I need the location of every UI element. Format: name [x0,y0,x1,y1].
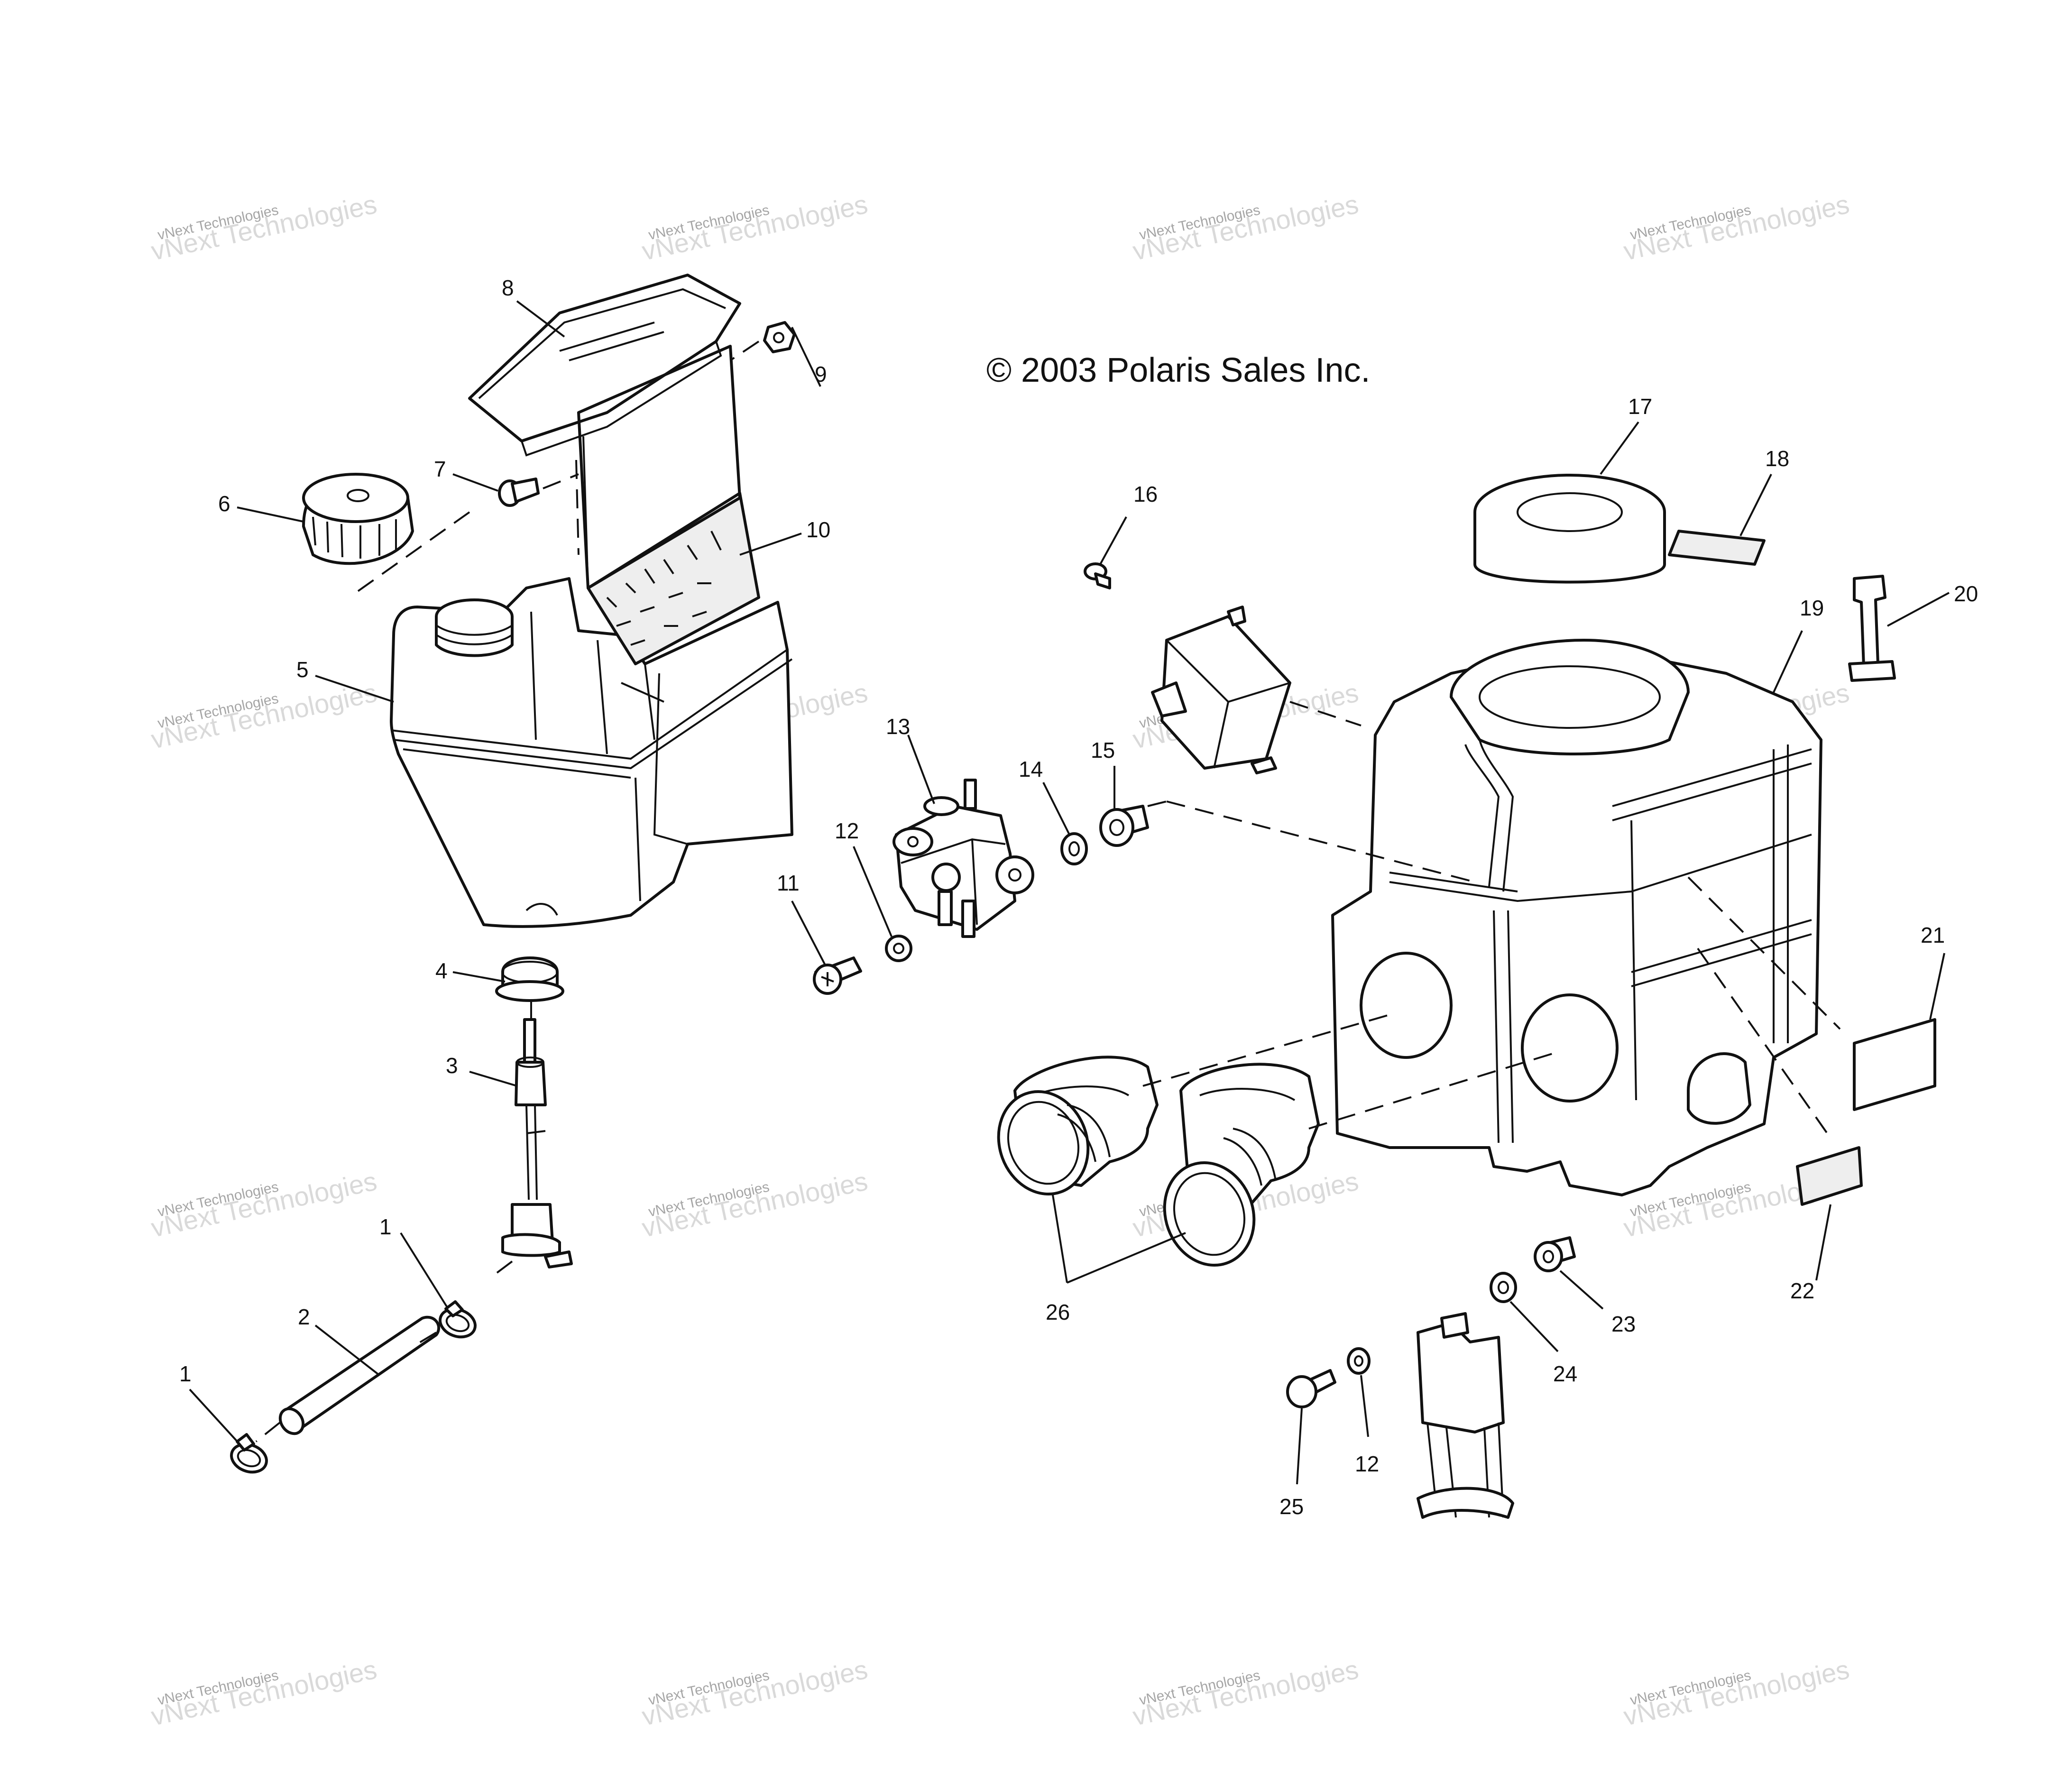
callout-22: 22 [1790,1278,1814,1303]
control-module [1151,606,1291,774]
callout-16: 16 [1133,482,1158,506]
part-24-washer [1490,1272,1517,1303]
callout-1-upper: 1 [379,1214,392,1239]
mount-bracket [1417,1312,1514,1519]
callout-2: 2 [298,1305,310,1329]
callout-6: 6 [218,491,230,516]
callout-20: 20 [1954,581,1978,606]
callout-25: 25 [1279,1494,1304,1519]
part-5-oil-tank [390,345,793,928]
part-6-filler-cap [302,473,414,565]
callout-10: 10 [806,517,830,542]
watermark-r1c4: vNext Technologies vNext Technologies [1621,189,1852,266]
part-17-foam-ring [1473,474,1666,584]
part-23-bushing [1534,1236,1576,1272]
callout-labels: 8 9 7 6 10 5 4 3 1 2 1 13 12 11 14 15 16… [179,276,1978,1519]
part-25-bolt [1286,1369,1336,1408]
callout-12-right: 12 [1355,1452,1379,1476]
callout-8: 8 [502,276,514,300]
part-12-washer [1347,1347,1371,1375]
part-1-clamp-lower [230,1433,268,1474]
callout-7: 7 [434,457,446,481]
part-9-nut [763,321,796,353]
part-19-airbox [1331,639,1822,1196]
callout-19: 19 [1800,596,1824,620]
part-13-oil-pump [892,779,1034,938]
part-21-label [1853,1018,1936,1111]
callout-15: 15 [1091,738,1115,763]
part-20-clip [1848,575,1896,682]
watermark-r2c1: vNext Technologies vNext Technologies [148,677,379,754]
watermark-r4c1: vNext Technologies vNext Technologies [148,1654,379,1731]
callout-3: 3 [446,1053,458,1078]
watermark-r1c1: vNext Technologies vNext Technologies [148,189,379,266]
watermark-r3c2: vNext Technologies vNext Technologies [639,1166,870,1242]
part-18-label [1668,530,1766,566]
part-1-clamp-upper [439,1300,477,1339]
callout-13: 13 [886,714,910,739]
part-4-grommet [495,956,564,1002]
watermark-r1c2: vNext Technologies vNext Technologies [639,189,870,266]
callout-5: 5 [296,657,309,682]
watermark-r4c3: vNext Technologies vNext Technologies [1130,1654,1361,1731]
callout-17: 17 [1628,394,1652,419]
copyright-text: © 2003 Polaris Sales Inc. [986,351,1370,389]
assembly-lines [255,340,1841,1443]
callout-1-lower: 1 [179,1361,192,1386]
callout-24: 24 [1553,1361,1577,1386]
watermark-r3c1: vNext Technologies vNext Technologies [148,1166,379,1242]
callout-9: 9 [815,362,827,386]
callout-23: 23 [1611,1312,1636,1336]
part-26-air-boot-right [1163,1063,1320,1267]
callout-26: 26 [1046,1300,1070,1324]
callout-12-left: 12 [835,818,859,843]
callout-4: 4 [435,958,448,983]
part-11-bolt [813,956,862,995]
part-14-washer [1060,832,1088,865]
part-12-star-washer [885,935,912,962]
part-3-pickup-tube [501,1018,573,1268]
watermark-r4c2: vNext Technologies vNext Technologies [639,1654,870,1731]
leader-lines [189,300,1950,1485]
part-15-bushing [1099,805,1149,847]
watermark-r4c4: vNext Technologies vNext Technologies [1621,1654,1852,1731]
part-16-small-bolt [1084,562,1111,589]
part-2-hose [278,1315,441,1435]
part-8-tank-cover [468,274,741,457]
watermark-r1c3: vNext Technologies vNext Technologies [1130,189,1361,266]
callout-11: 11 [777,871,800,895]
callout-21: 21 [1921,923,1945,947]
part-22-label [1796,1146,1863,1206]
callout-14: 14 [1019,757,1043,781]
part-7-screw [498,478,540,507]
part-26-air-boot-left [997,1056,1159,1196]
callout-18: 18 [1765,446,1789,471]
